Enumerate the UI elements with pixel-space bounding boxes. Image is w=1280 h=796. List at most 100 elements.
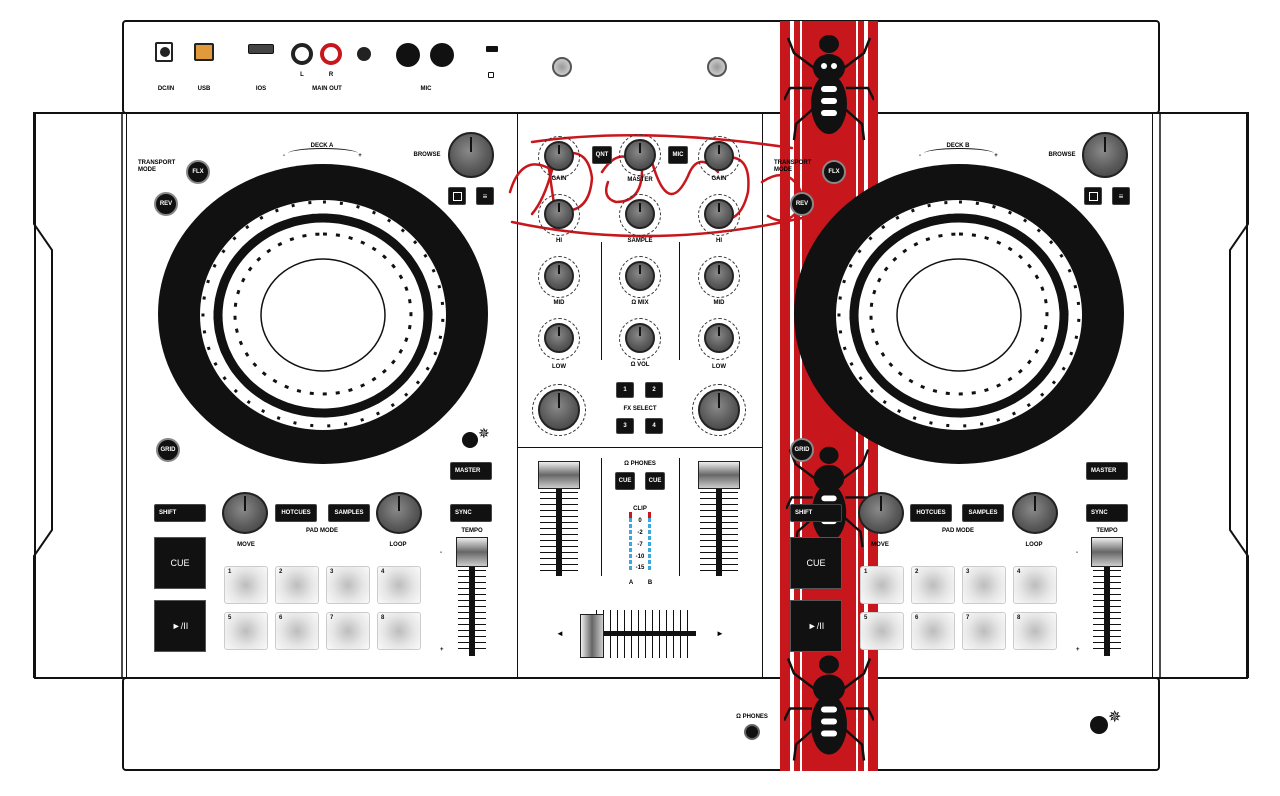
low-b-label: LOW bbox=[712, 364, 726, 370]
deck-b-edge bbox=[1152, 114, 1153, 677]
deck-b-hotcues-button[interactable]: HOTCUES bbox=[910, 504, 952, 522]
crossfader-cap[interactable] bbox=[580, 614, 604, 658]
deck-b-load-button[interactable] bbox=[1084, 187, 1102, 205]
deck-b-move-knob[interactable] bbox=[858, 492, 904, 534]
deck-a-flx-button[interactable]: FLX bbox=[186, 160, 210, 184]
filter-a-knob[interactable] bbox=[538, 389, 580, 431]
deck-b-view-button[interactable]: ≡ bbox=[1112, 187, 1130, 205]
deck-b-grid-button[interactable]: GRID bbox=[790, 438, 814, 462]
deck-a-loop-knob[interactable] bbox=[376, 492, 422, 534]
deck-a-master-button[interactable]: MASTER bbox=[450, 462, 492, 480]
gain-b-label: GAIN bbox=[711, 176, 727, 182]
deck-a-hotcues-button[interactable]: HOTCUES bbox=[275, 504, 317, 522]
deck-b-pad-2[interactable]: 2 bbox=[911, 566, 955, 604]
headphone-mix-knob[interactable] bbox=[625, 261, 655, 291]
deck-b-pad-8[interactable]: 8 bbox=[1013, 612, 1057, 650]
deck-a-pad-1[interactable]: 1 bbox=[224, 566, 268, 604]
mic-button[interactable]: MIC bbox=[668, 146, 688, 164]
channel-b-fader-cap[interactable] bbox=[698, 461, 740, 489]
front-panel bbox=[122, 677, 1160, 771]
deck-a-move-knob[interactable] bbox=[222, 492, 268, 534]
low-b-knob[interactable] bbox=[704, 323, 734, 353]
deck-b-samples-button[interactable]: SAMPLES bbox=[962, 504, 1004, 522]
deck-b-shift-button[interactable]: SHIFT bbox=[790, 504, 842, 522]
mixer-divider-right bbox=[762, 114, 763, 677]
deck-b-master-button[interactable]: MASTER bbox=[1086, 462, 1128, 480]
filter-a-ring bbox=[532, 384, 586, 436]
cue-a-button[interactable]: CUE bbox=[615, 472, 635, 490]
deck-a-tempo-plus: + bbox=[440, 647, 444, 653]
low-a-knob[interactable] bbox=[544, 323, 574, 353]
front-phones-jack bbox=[744, 724, 760, 740]
deck-a-pad-6[interactable]: 6 bbox=[275, 612, 319, 650]
filter-b-knob[interactable] bbox=[698, 389, 740, 431]
mic-jack-2 bbox=[430, 43, 454, 67]
deck-a-pad-mode-label: PAD MODE bbox=[306, 528, 338, 534]
deck-b-rev-button[interactable]: REV bbox=[790, 192, 814, 216]
deck-a-pad-5[interactable]: 5 bbox=[224, 612, 268, 650]
deck-a-cue-button[interactable]: CUE bbox=[154, 537, 206, 589]
channel-b-fader-scale bbox=[700, 480, 738, 576]
cue-b-button[interactable]: CUE bbox=[645, 472, 665, 490]
mid-a-knob[interactable] bbox=[544, 261, 574, 291]
deck-a-view-button[interactable]: ≡ bbox=[476, 187, 494, 205]
deck-a-load-button[interactable] bbox=[448, 187, 466, 205]
vu-meter-a-clip bbox=[629, 512, 632, 518]
deck-a-tempo-fader-cap[interactable] bbox=[456, 537, 488, 567]
kensington-slot bbox=[486, 46, 498, 52]
sample-knob[interactable] bbox=[625, 199, 655, 229]
deck-b-flx-button[interactable]: FLX bbox=[822, 160, 846, 184]
hi-b-knob[interactable] bbox=[704, 199, 734, 229]
vu-meter-b bbox=[648, 512, 651, 572]
load-icon bbox=[1088, 191, 1098, 201]
deck-a-pad-2[interactable]: 2 bbox=[275, 566, 319, 604]
beetle-illustration-bottom bbox=[784, 655, 874, 761]
low-a-label: LOW bbox=[552, 364, 566, 370]
deck-a-pad-8[interactable]: 8 bbox=[377, 612, 421, 650]
deck-a-shift-button[interactable]: SHIFT bbox=[154, 504, 206, 522]
deck-b-cue-button[interactable]: CUE bbox=[790, 537, 842, 589]
deck-a-samples-button[interactable]: SAMPLES bbox=[328, 504, 370, 522]
stripe-line-left-2 bbox=[800, 21, 802, 771]
deck-b-pad-6[interactable]: 6 bbox=[911, 612, 955, 650]
deck-a-pad-3[interactable]: 3 bbox=[326, 566, 370, 604]
deck-a-pad-4[interactable]: 4 bbox=[377, 566, 421, 604]
gain-b-knob[interactable] bbox=[704, 141, 734, 171]
deck-b-loop-knob[interactable] bbox=[1012, 492, 1058, 534]
fx-select-1-button[interactable]: 1 bbox=[616, 382, 634, 398]
deck-b-loop-label: LOOP bbox=[1025, 542, 1043, 548]
crossfader-track bbox=[584, 631, 696, 636]
fx-select-3-button[interactable]: 3 bbox=[616, 418, 634, 434]
deck-a-play-pause-button[interactable]: ►/II bbox=[154, 600, 206, 652]
channel-a-fader-cap[interactable] bbox=[538, 461, 580, 489]
gain-a-knob[interactable] bbox=[544, 141, 574, 171]
deck-b-pad-1[interactable]: 1 bbox=[860, 566, 904, 604]
deck-b-pad-3[interactable]: 3 bbox=[962, 566, 1006, 604]
ios-port bbox=[248, 44, 274, 54]
deck-b-browse-knob[interactable] bbox=[1082, 132, 1128, 178]
hi-a-knob[interactable] bbox=[544, 199, 574, 229]
deck-b-pad-4[interactable]: 4 bbox=[1013, 566, 1057, 604]
deck-a-browse-knob[interactable] bbox=[448, 132, 494, 178]
headphone-vol-knob[interactable] bbox=[625, 323, 655, 353]
fx-select-2-button[interactable]: 2 bbox=[645, 382, 663, 398]
deck-a-rev-button[interactable]: REV bbox=[154, 192, 178, 216]
deck-b-pad-7[interactable]: 7 bbox=[962, 612, 1006, 650]
deck-b-tempo-fader-cap[interactable] bbox=[1091, 537, 1123, 567]
gain-a-label: GAIN bbox=[551, 176, 567, 182]
master-knob[interactable] bbox=[624, 139, 656, 171]
mixer-col-sep-4 bbox=[679, 458, 680, 576]
vol-ring bbox=[619, 318, 661, 360]
deck-a-pad-7[interactable]: 7 bbox=[326, 612, 370, 650]
mid-b-knob[interactable] bbox=[704, 261, 734, 291]
ios-label: IOS bbox=[255, 86, 267, 92]
deck-a-grid-button[interactable]: GRID bbox=[156, 438, 180, 462]
sample-ring bbox=[619, 194, 661, 236]
deck-b-sync-button[interactable]: SYNC bbox=[1086, 504, 1128, 522]
fx-select-4-button[interactable]: 4 bbox=[645, 418, 663, 434]
qnt-button[interactable]: QNT bbox=[592, 146, 612, 164]
deck-b-play-pause-button[interactable]: ►/II bbox=[790, 600, 842, 652]
deck-a-sync-button[interactable]: SYNC bbox=[450, 504, 492, 522]
deck-b-pad-5[interactable]: 5 bbox=[860, 612, 904, 650]
deck-b-tempo-plus: + bbox=[1076, 647, 1080, 653]
